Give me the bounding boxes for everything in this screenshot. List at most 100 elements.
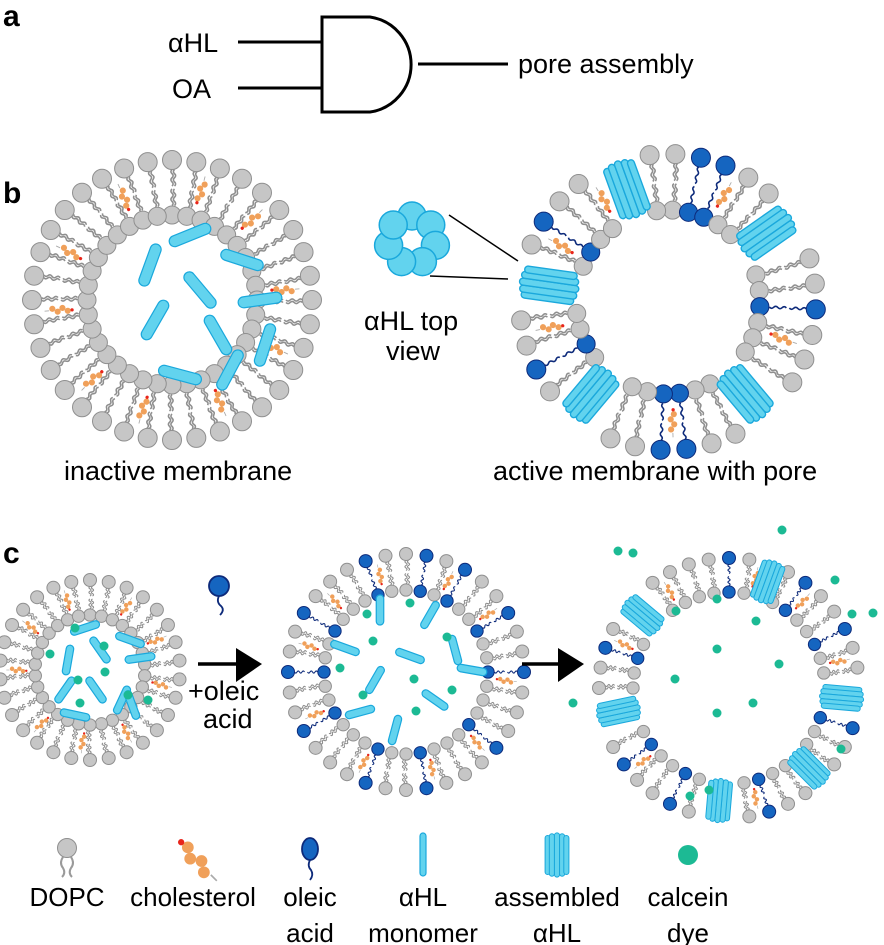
dopc-head xyxy=(606,740,621,755)
calcein-dye xyxy=(100,667,110,677)
panel-c: c +oleic acid xyxy=(0,525,878,825)
calcein-dye xyxy=(442,632,452,642)
dopc-head xyxy=(358,594,372,608)
lipid-pair xyxy=(5,618,50,650)
dopc-head xyxy=(137,152,158,173)
lipid-pair xyxy=(748,312,823,345)
ahl-monomer xyxy=(157,364,203,386)
oleic-acid-step-icon xyxy=(208,575,230,616)
calcein-dye xyxy=(123,690,133,700)
cholesterol-molecule xyxy=(55,244,83,261)
lipid-pair xyxy=(750,297,826,320)
dopc-head xyxy=(645,575,660,590)
legend-label-line1: DOPC xyxy=(29,882,104,912)
ahl-monomer xyxy=(69,620,101,636)
calcein-dye xyxy=(774,659,784,669)
dopc-head xyxy=(804,273,825,294)
oleic-acid-head xyxy=(644,737,659,752)
calcein-dye xyxy=(847,609,857,619)
dopc-head xyxy=(701,552,716,567)
lipid-pair xyxy=(645,758,680,801)
lipid-pair xyxy=(533,211,601,262)
dopc-head xyxy=(516,335,537,356)
assembled-ahl-pore xyxy=(593,694,644,729)
dopc-head xyxy=(742,552,757,567)
lipid-pair xyxy=(399,747,413,797)
cholesterol-molecule xyxy=(663,581,676,601)
dopc-head xyxy=(735,342,755,362)
dopc-head xyxy=(427,742,441,756)
lipid-pair xyxy=(440,736,472,782)
dopc-head xyxy=(282,685,297,700)
dopc-head xyxy=(340,767,354,782)
calcein-dye xyxy=(409,674,419,684)
dopc-head xyxy=(540,381,561,402)
lipid-pair xyxy=(0,635,45,660)
dopc-head xyxy=(817,666,831,680)
dopc-head xyxy=(807,724,822,739)
dopc-head xyxy=(83,608,97,622)
calcein-dye xyxy=(447,685,457,695)
dopc-head xyxy=(567,303,587,323)
dopc-head xyxy=(827,757,842,772)
ahl-monomer xyxy=(85,676,107,704)
dopc-head xyxy=(636,637,651,652)
dopc-head xyxy=(30,337,51,358)
dopc-head xyxy=(114,421,135,442)
assembled-ahl-pore xyxy=(704,777,734,825)
cholesterol-molecule xyxy=(548,237,574,255)
dopc-head xyxy=(115,618,130,633)
dopc-head xyxy=(283,360,304,380)
lipid-pair xyxy=(650,384,673,460)
lipid-pair xyxy=(16,700,56,738)
dopc-head xyxy=(162,150,182,170)
dopc-head xyxy=(46,580,61,595)
calcein-dye xyxy=(405,598,415,608)
dopc-head xyxy=(318,651,332,665)
ahl-monomer xyxy=(387,714,403,746)
cholesterol-icon xyxy=(178,839,218,882)
oleic-acid-head xyxy=(751,772,766,786)
lipid-pair xyxy=(323,728,360,770)
dopc-head xyxy=(708,215,728,235)
lipid-pair xyxy=(64,574,86,623)
dopc-lipid-icon xyxy=(57,838,77,878)
oleic-acid-head xyxy=(419,548,434,563)
calcein-dye xyxy=(99,641,109,651)
lipid-pair xyxy=(735,342,803,393)
legend-label-line2: acid xyxy=(286,918,334,945)
dopc-head xyxy=(765,766,780,781)
lipid-pair xyxy=(30,707,65,750)
dopc-head xyxy=(385,746,399,760)
lipid-pair xyxy=(817,660,865,680)
dopc-head xyxy=(802,324,823,345)
legend-item: DOPC xyxy=(29,838,105,912)
dopc-head xyxy=(168,635,183,650)
lipid-pair xyxy=(137,152,167,226)
lipid-pair xyxy=(94,574,116,623)
lipid-pair xyxy=(743,328,815,370)
oleic-acid-head xyxy=(669,383,689,403)
calcein-dye xyxy=(777,525,787,535)
lipid-pair xyxy=(452,574,489,616)
arrow-step-2 xyxy=(522,648,584,682)
dopc-head xyxy=(630,772,645,787)
lipid-pair xyxy=(778,575,813,618)
dopc-head xyxy=(340,562,354,577)
cholesterol-molecule xyxy=(442,571,454,591)
dopc-head xyxy=(399,783,413,797)
oleic-acid-head xyxy=(631,651,645,666)
dopc-head xyxy=(147,206,167,226)
lipid-pair xyxy=(616,737,659,772)
dopc-head xyxy=(209,158,230,179)
cholesterol-molecule xyxy=(240,209,263,230)
dopc-head xyxy=(452,728,466,742)
calcein-dye xyxy=(613,546,623,556)
calcein-dye xyxy=(368,636,378,646)
oleic-acid-head xyxy=(798,575,813,590)
lipid-pair xyxy=(40,220,108,268)
zoom-line-bottom xyxy=(429,275,509,280)
cholesterol-molecule xyxy=(327,593,343,610)
cholesterol-molecule xyxy=(495,676,517,685)
